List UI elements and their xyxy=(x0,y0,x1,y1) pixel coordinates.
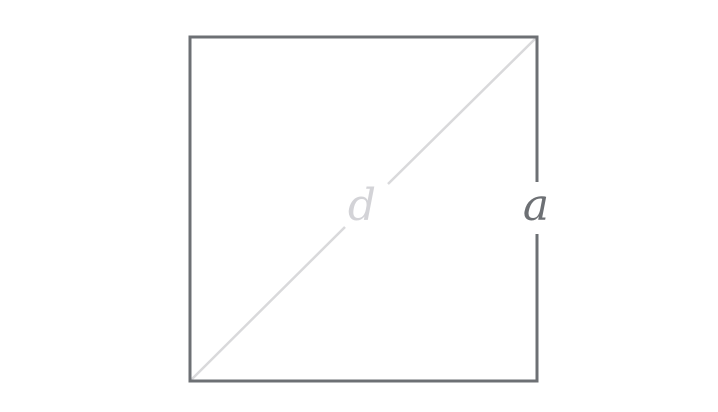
diagonal-upper-segment xyxy=(387,36,538,185)
diagonal-lower-segment xyxy=(189,226,346,382)
side-label: a xyxy=(523,180,549,231)
diagonal-label: d xyxy=(348,180,376,231)
